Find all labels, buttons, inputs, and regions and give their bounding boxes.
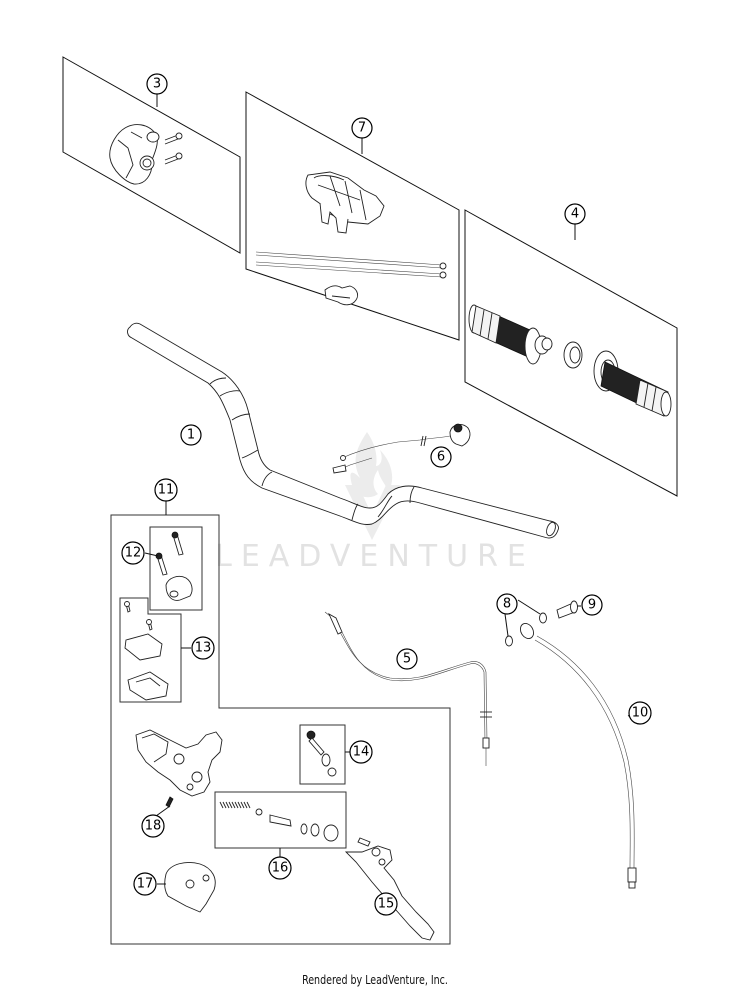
part-banjo-bolt[interactable]: [556, 600, 578, 619]
svg-text:4: 4: [571, 207, 579, 222]
svg-text:11: 11: [158, 483, 175, 498]
part-throttle-cam[interactable]: [563, 341, 583, 369]
part-piston-kit[interactable]: [219, 801, 339, 842]
box-hand-brake-cylinder: [110, 514, 451, 945]
part-handlebar[interactable]: [127, 322, 559, 539]
panel-grip-set: [464, 209, 678, 497]
watermark: LEADVENTURE: [215, 432, 535, 574]
svg-text:15: 15: [378, 897, 395, 912]
callout-4[interactable]: 4: [564, 203, 586, 225]
part-adjust-screw[interactable]: [165, 796, 174, 808]
panel-pad-kit: [245, 91, 460, 341]
svg-text:18: 18: [145, 819, 162, 834]
watermark-flame-logo: [350, 432, 393, 498]
part-lever-protector[interactable]: [164, 862, 216, 913]
callout-8[interactable]: 8: [496, 593, 518, 615]
callout-18[interactable]: 18: [141, 814, 165, 838]
callout-10[interactable]: 10: [628, 701, 652, 725]
callout-5[interactable]: 5: [396, 648, 418, 670]
callout-leaders: [144, 94, 634, 885]
callout-13[interactable]: 13: [191, 636, 215, 660]
callout-3[interactable]: 3: [146, 73, 168, 95]
svg-text:14: 14: [353, 745, 370, 760]
part-throttle-cable[interactable]: [324, 611, 492, 766]
svg-text:6: 6: [437, 450, 445, 465]
svg-text:12: 12: [125, 546, 142, 561]
svg-text:7: 7: [358, 121, 366, 136]
svg-text:5: 5: [403, 652, 411, 667]
part-brake-line[interactable]: [518, 621, 637, 889]
svg-text:9: 9: [588, 598, 596, 613]
watermark-text: LEADVENTURE: [215, 539, 535, 574]
box-pivot-kit: [299, 724, 346, 785]
callout-14[interactable]: 14: [349, 740, 373, 764]
part-handlebar-clamp[interactable]: [109, 124, 160, 185]
svg-text:1: 1: [187, 428, 195, 443]
callout-6[interactable]: 6: [430, 446, 452, 468]
svg-text:8: 8: [503, 597, 511, 612]
svg-text:17: 17: [137, 877, 154, 892]
box-clamp-kit: [149, 526, 203, 611]
part-left-grip[interactable]: [468, 304, 553, 365]
part-master-cylinder[interactable]: [135, 729, 223, 797]
part-reservoir-cover[interactable]: [124, 601, 169, 701]
callout-7[interactable]: 7: [351, 117, 373, 139]
callout-15[interactable]: 15: [374, 892, 398, 916]
callout-17[interactable]: 17: [133, 872, 157, 896]
svg-text:10: 10: [632, 706, 649, 721]
part-clamp-bolts[interactable]: [164, 132, 183, 165]
part-kill-switch[interactable]: [332, 423, 471, 474]
svg-text:13: 13: [195, 641, 212, 656]
callout-9[interactable]: 9: [581, 594, 603, 616]
part-pad-clip[interactable]: [324, 285, 359, 306]
part-cable-ties[interactable]: [255, 251, 447, 279]
part-right-grip[interactable]: [593, 350, 672, 417]
callout-12[interactable]: 12: [121, 541, 145, 565]
part-sealing-rings[interactable]: [505, 612, 547, 647]
part-clamp-kit[interactable]: [155, 531, 193, 601]
part-handlebar-pad[interactable]: [305, 171, 385, 234]
part-brake-lever[interactable]: [344, 837, 435, 941]
svg-text:16: 16: [272, 861, 289, 876]
box-reservoir-kit: [119, 597, 182, 703]
part-pivot-kit[interactable]: [306, 730, 337, 777]
callout-1[interactable]: 1: [180, 424, 202, 446]
callout-16[interactable]: 16: [268, 856, 292, 880]
callout-11[interactable]: 11: [154, 478, 178, 502]
footer-credit: Rendered by LeadVenture, Inc.: [302, 973, 448, 987]
panel-clamp-kit: [62, 56, 241, 254]
svg-text:3: 3: [153, 77, 161, 92]
